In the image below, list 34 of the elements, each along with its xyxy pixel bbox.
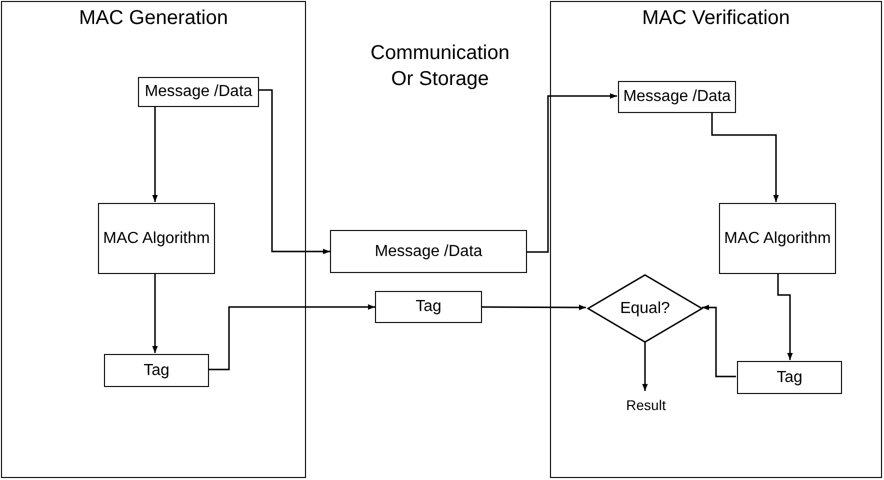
panel xyxy=(550,1,882,478)
process-box xyxy=(719,203,836,274)
arrow xyxy=(152,106,158,202)
arrow xyxy=(482,304,586,310)
process-box xyxy=(737,361,842,394)
node-label: Message /Data xyxy=(623,87,731,107)
node-label: Tag xyxy=(776,368,802,388)
process-box xyxy=(104,354,209,387)
arrow xyxy=(711,112,779,202)
node-label: Tag xyxy=(416,297,442,317)
arrow xyxy=(208,304,375,370)
panel xyxy=(1,1,306,478)
node-label: MAC Algorithm xyxy=(103,228,210,248)
process-box xyxy=(375,291,482,323)
arrow xyxy=(777,273,793,360)
arrow xyxy=(702,304,736,378)
node-label: Message /Data xyxy=(144,82,252,102)
region-label: Communication Or Storage xyxy=(370,41,510,92)
process-box xyxy=(138,77,259,107)
decision-diamond xyxy=(587,274,703,343)
node-label: MAC Algorithm xyxy=(724,228,831,248)
node-label: Equal? xyxy=(620,298,670,318)
arrow xyxy=(642,342,648,391)
process-box xyxy=(618,81,736,113)
process-box xyxy=(330,230,527,273)
process-box xyxy=(98,203,215,274)
node-label: Message /Data xyxy=(374,242,482,262)
arrow xyxy=(527,93,617,253)
panel-title: MAC Generation xyxy=(78,6,229,31)
node-label: Result xyxy=(626,397,666,415)
node-label: Tag xyxy=(144,360,170,380)
panel-title: MAC Verification xyxy=(641,6,791,31)
arrow xyxy=(258,89,330,254)
arrow xyxy=(152,273,158,353)
